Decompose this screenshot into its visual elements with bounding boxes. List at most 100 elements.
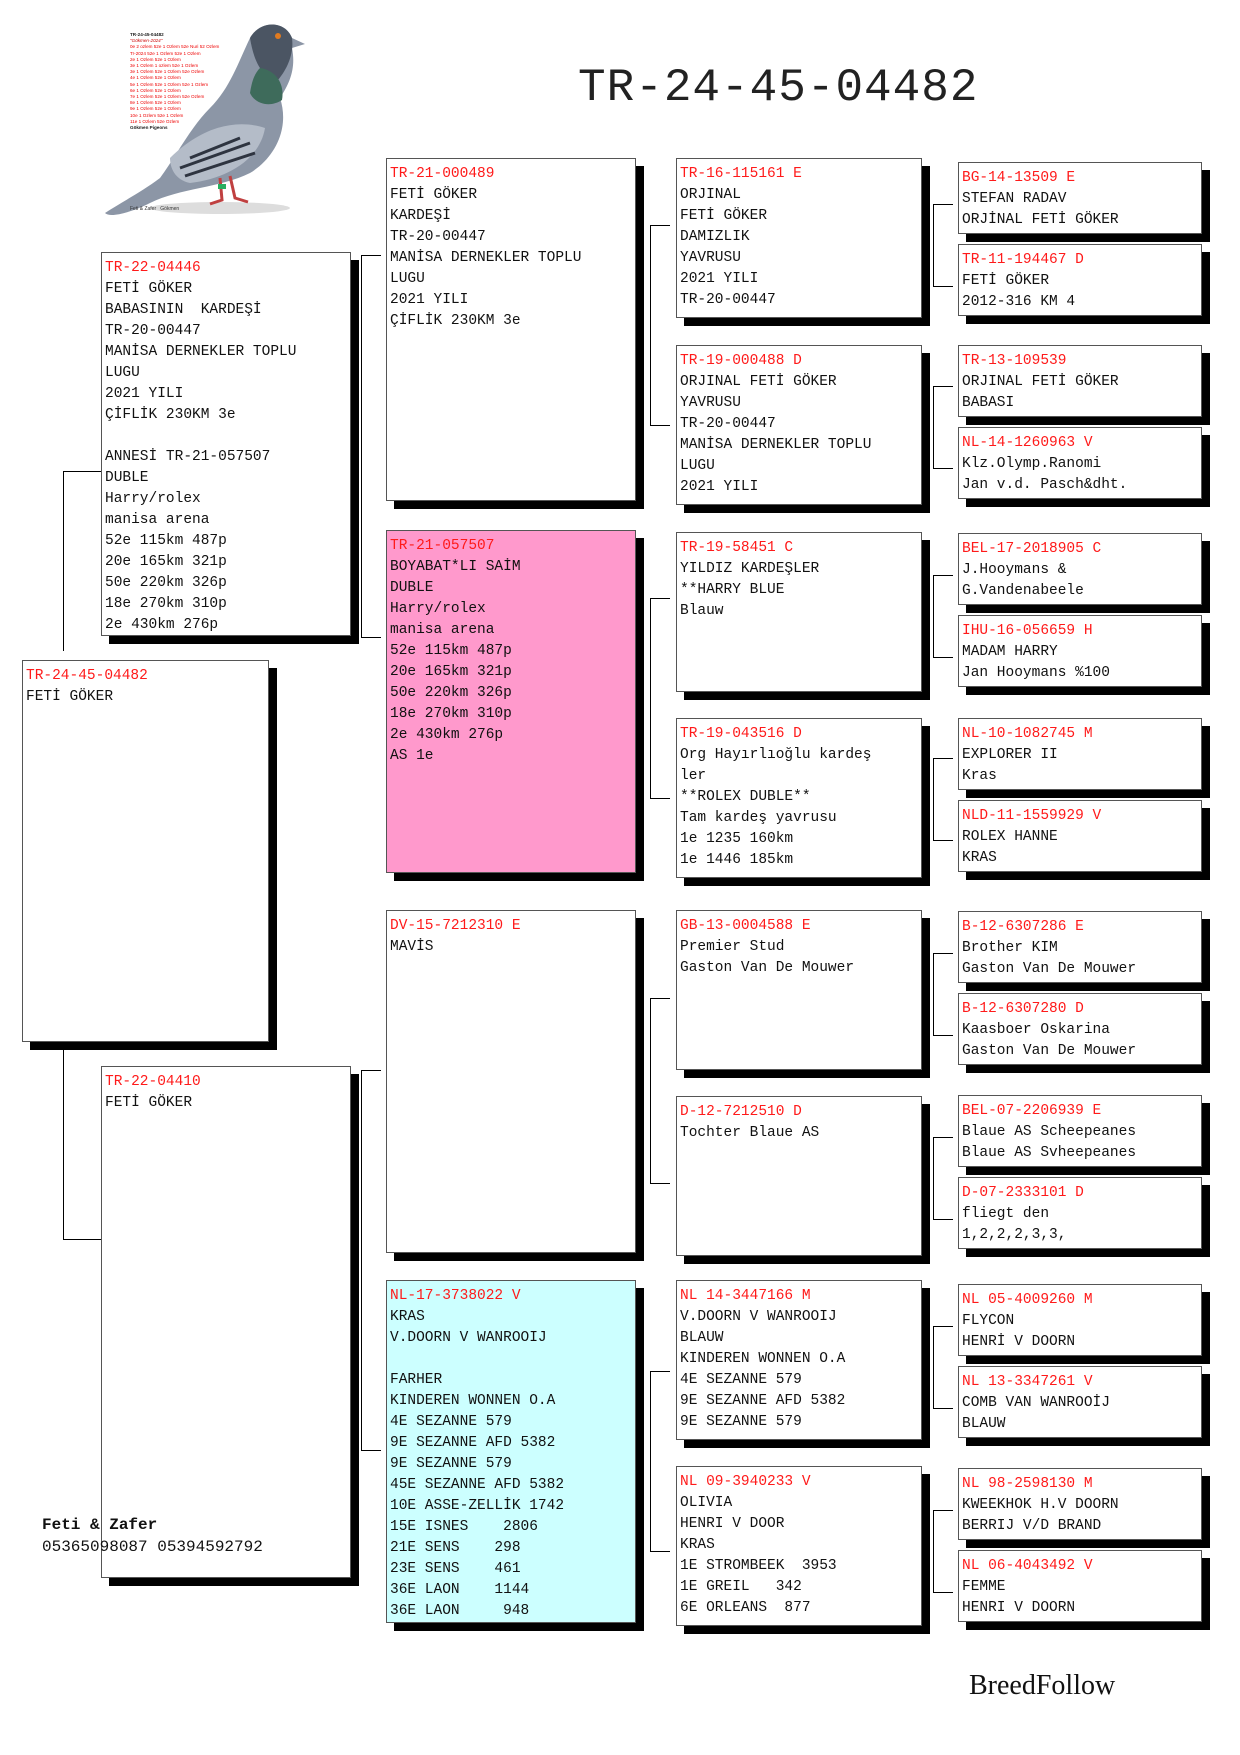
box-line: STEFAN RADAV <box>962 191 1067 207</box>
box-line: 2e 430km 276p <box>105 617 219 633</box>
pedigree-box-g15[interactable]: NL 98-2598130 M KWEEKHOK H.V DOORN BERRI… <box>958 1468 1202 1540</box>
box-line: YILDIZ KARDEŞLER <box>680 561 820 577</box>
pedigree-box-g13[interactable]: NL 05-4009260 M FLYCON HENRİ V DOORN <box>958 1284 1202 1356</box>
pedigree-box-dss[interactable]: GB-13-0004588 E Premier Stud Gaston Van … <box>676 910 922 1070</box>
ring-number: B-12-6307286 E <box>962 919 1084 935</box>
connector <box>933 1510 953 1512</box>
box-line: fliegt den <box>962 1206 1050 1222</box>
pedigree-box-sire-dam[interactable]: TR-21-057507 BOYABAT*LI SAİM DUBLE Harry… <box>386 530 636 873</box>
box-line: 20e 165km 321p <box>105 554 227 570</box>
box-line: COMB VAN WANROOİJ <box>962 1395 1110 1411</box>
box-line: Klz.Olymp.Ranomi <box>962 456 1102 472</box>
box-line: MADAM HARRY <box>962 644 1058 660</box>
box-line: KRAS <box>390 1309 425 1325</box>
ring-number: TR-19-000488 D <box>680 353 802 369</box>
pedigree-box-ssd[interactable]: TR-19-000488 D ORJINAL FETİ GÖKER YAVRUS… <box>676 345 922 505</box>
connector <box>650 225 652 425</box>
pedigree-box-g2[interactable]: TR-11-194467 D FETİ GÖKER 2012-316 KM 4 <box>958 244 1202 316</box>
box-line: J.Hooymans & <box>962 562 1067 578</box>
pedigree-box-g11[interactable]: BEL-07-2206939 E Blaue AS Scheepeanes Bl… <box>958 1095 1202 1167</box>
box-line: BABASININ KARDEŞİ <box>105 302 262 318</box>
pedigree-box-g12[interactable]: D-07-2333101 D fliegt den 1,2,2,2,3,3, <box>958 1177 1202 1249</box>
connector <box>933 204 935 286</box>
box-line: 18e 270km 310p <box>390 706 512 722</box>
box-line: 21E SENS 298 <box>390 1540 521 1556</box>
connector <box>933 1326 935 1408</box>
connector <box>933 953 953 955</box>
pedigree-box-dam-sire[interactable]: DV-15-7212310 E MAVİS <box>386 910 636 1253</box>
pedigree-box-sdd[interactable]: TR-19-043516 D Org Hayırlıoğlu kardeş le… <box>676 718 922 878</box>
connector <box>650 598 670 600</box>
box-line: FETİ GÖKER <box>26 689 114 705</box>
box-line: 9E SEZANNE AFD 5382 <box>390 1435 556 1451</box>
box-line: Blaue AS Svheepeanes <box>962 1145 1137 1161</box>
box-line: 52e 115km 487p <box>390 643 512 659</box>
box-line: LUGU <box>390 271 425 287</box>
box-line: OLIVIA <box>680 1495 733 1511</box>
connector <box>650 798 670 800</box>
pedigree-box-sire[interactable]: TR-22-04446 FETİ GÖKER BABASININ KARDEŞİ… <box>101 252 351 636</box>
box-line: 6E ORLEANS 877 <box>680 1600 811 1616</box>
pedigree-box-dds[interactable]: NL 14-3447166 M V.DOORN V WANROOIJ BLAUW… <box>676 1280 922 1440</box>
connector <box>933 657 953 659</box>
pedigree-box-sds[interactable]: TR-19-58451 C YILDIZ KARDEŞLER **HARRY B… <box>676 532 922 692</box>
ring-number: TR-19-043516 D <box>680 726 802 742</box>
box-line: ORJINAL FETİ GÖKER <box>680 374 837 390</box>
pedigree-box-g7[interactable]: NL-10-1082745 M EXPLORER II Kras <box>958 718 1202 790</box>
pedigree-box-dam-dam[interactable]: NL-17-3738022 V KRAS V.DOORN V WANROOIJ … <box>386 1280 636 1623</box>
pedigree-box-g10[interactable]: B-12-6307280 D Kaasboer Oskarina Gaston … <box>958 993 1202 1065</box>
box-line: 9E SEZANNE 579 <box>390 1456 512 1472</box>
box-line: ANNESİ TR-21-057507 <box>105 449 271 465</box>
connector <box>933 575 953 577</box>
ring-number: BEL-07-2206939 E <box>962 1103 1102 1119</box>
connector <box>361 1070 381 1072</box>
connector <box>933 1137 953 1139</box>
box-line: BLAUW <box>962 1416 1006 1432</box>
box-line: ÇİFLİK 230KM 3e <box>390 313 521 329</box>
box-line: 2021 YILI <box>390 292 469 308</box>
ring-number: NL 05-4009260 M <box>962 1292 1093 1308</box>
box-line: Harry/rolex <box>390 601 486 617</box>
pedigree-box-g9[interactable]: B-12-6307286 E Brother KIM Gaston Van De… <box>958 911 1202 983</box>
ring-number: NL 14-3447166 M <box>680 1288 811 1304</box>
box-line: **ROLEX DUBLE** <box>680 789 811 805</box>
pedigree-box-g4[interactable]: NL-14-1260963 V Klz.Olymp.Ranomi Jan v.d… <box>958 427 1202 499</box>
pedigree-box-dsd[interactable]: D-12-7212510 D Tochter Blaue AS <box>676 1096 922 1256</box>
photo-caption: TR-24-45-04482 "Gökmen-2024" 0e 2 ozlem … <box>130 32 220 131</box>
box-line: 1e 1235 160km <box>680 831 794 847</box>
pedigree-box-g8[interactable]: NLD-11-1559929 V ROLEX HANNE KRAS <box>958 800 1202 872</box>
connector <box>933 286 953 288</box>
pedigree-box-g1[interactable]: BG-14-13509 E STEFAN RADAV ORJİNAL FETİ … <box>958 162 1202 234</box>
pedigree-box-g6[interactable]: IHU-16-056659 H MADAM HARRY Jan Hooymans… <box>958 615 1202 687</box>
pedigree-box-sire-sire[interactable]: TR-21-000489 FETİ GÖKER KARDEŞİ TR-20-00… <box>386 158 636 501</box>
pedigree-box-ddd[interactable]: NL 09-3940233 V OLIVIA HENRI V DOOR KRAS… <box>676 1466 922 1626</box>
box-line: 2021 YILI <box>680 271 759 287</box>
connector <box>63 1050 65 1240</box>
box-line: 52e 115km 487p <box>105 533 227 549</box>
connector <box>933 1219 953 1221</box>
ring-number: IHU-16-056659 H <box>962 623 1093 639</box>
pedigree-box-g5[interactable]: BEL-17-2018905 C J.Hooymans & G.Vandenab… <box>958 533 1202 605</box>
pedigree-box-g14[interactable]: NL 13-3347261 V COMB VAN WANROOİJ BLAUW <box>958 1366 1202 1438</box>
box-line: HENRI V DOORN <box>962 1600 1076 1616</box>
pedigree-box-subject[interactable]: TR-24-45-04482 FETİ GÖKER <box>22 660 269 1042</box>
box-line: TR-20-00447 <box>680 292 776 308</box>
connector <box>933 1408 953 1410</box>
connector <box>650 998 670 1000</box>
connector <box>361 1450 381 1452</box>
box-line: FETİ GÖKER <box>962 273 1050 289</box>
box-line: YAVRUSU <box>680 395 741 411</box>
ring-number: TR-11-194467 D <box>962 252 1084 268</box>
box-line: Jan v.d. Pasch&dht. <box>962 477 1128 493</box>
box-line: 36E LAON 948 <box>390 1603 530 1619</box>
box-line: Gaston Van De Mouwer <box>962 961 1137 977</box>
box-line: LUGU <box>680 458 715 474</box>
box-line: 9E SEZANNE 579 <box>680 1414 802 1430</box>
pedigree-box-g3[interactable]: TR-13-109539 ORJINAL FETİ GÖKER BABASI <box>958 345 1202 417</box>
pedigree-box-dam[interactable]: TR-22-04410 FETİ GÖKER <box>101 1066 351 1578</box>
pedigree-box-sss[interactable]: TR-16-115161 E ORJINAL FETİ GÖKER DAMIZL… <box>676 158 922 318</box>
ring-number: NLD-11-1559929 V <box>962 808 1102 824</box>
connector <box>933 758 935 840</box>
pedigree-box-g16[interactable]: NL 06-4043492 V FEMME HENRI V DOORN <box>958 1550 1202 1622</box>
box-line: FETİ GÖKER <box>105 281 193 297</box>
